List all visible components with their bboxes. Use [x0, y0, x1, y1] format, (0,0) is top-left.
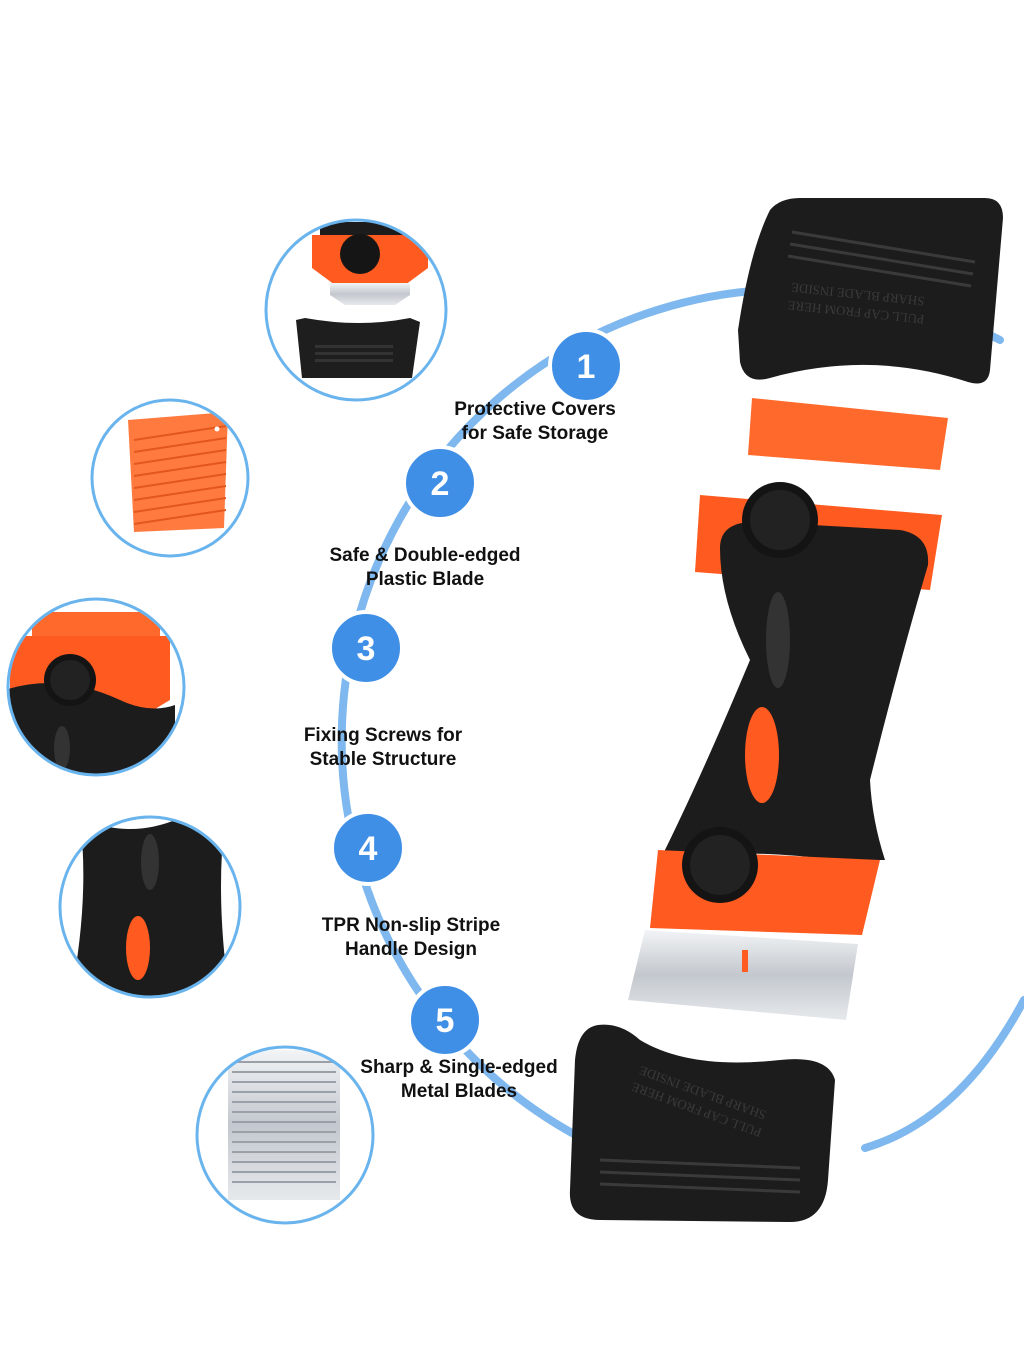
top-protective-cap: PULL CAP FROM HERE SHARP BLADE INSIDE [738, 198, 1003, 384]
feature-badge-4: 4 [330, 810, 406, 886]
feature-3-line2: Stable Structure [309, 749, 457, 770]
feature-label-4: TPR Non-slip Stripe Handle Design [296, 914, 526, 962]
feature-5-line1: Sharp & Single-edged [360, 1057, 558, 1078]
feature-label-2: Safe & Double-edged Plastic Blade [300, 544, 550, 592]
scraper-tool [628, 398, 948, 1020]
feature-1-line2: for Safe Storage [461, 423, 609, 444]
bottom-protective-cap: PULL CAP FROM HERE SHARP BLADE INSIDE [569, 1024, 835, 1222]
feature-5-line2: Metal Blades [400, 1081, 518, 1102]
feature-4-line1: TPR Non-slip Stripe [321, 915, 501, 936]
feature-2-line1: Safe & Double-edged [329, 545, 521, 566]
feature-badge-1: 1 [548, 328, 624, 404]
feature-number-2: 2 [431, 465, 450, 503]
grip-detail-icon [58, 815, 242, 999]
feature-4-line2: Handle Design [345, 939, 477, 960]
feature-number-4: 4 [359, 830, 378, 868]
feature-badge-5: 5 [407, 982, 483, 1058]
feature-badge-2: 2 [402, 445, 478, 521]
feature-label-3: Fixing Screws for Stable Structure [278, 724, 488, 772]
feature-1-line1: Protective Covers [454, 399, 616, 420]
screw-detail-icon [6, 597, 186, 777]
feature-arc-right [861, 996, 1024, 1152]
feature-3-line1: Fixing Screws for [303, 725, 463, 746]
feature-number-3: 3 [357, 630, 376, 668]
feature-badge-3: 3 [328, 610, 404, 686]
feature-label-1: Protective Covers for Safe Storage [430, 398, 640, 446]
feature-2-line2: Plastic Blade [365, 569, 485, 590]
metal-blades-icon [195, 1045, 375, 1225]
feature-label-5: Sharp & Single-edged Metal Blades [336, 1056, 582, 1104]
feature-number-5: 5 [436, 1002, 455, 1040]
cover-detail-icon [264, 218, 448, 402]
plastic-blade-icon [90, 398, 250, 558]
feature-number-1: 1 [577, 348, 596, 386]
